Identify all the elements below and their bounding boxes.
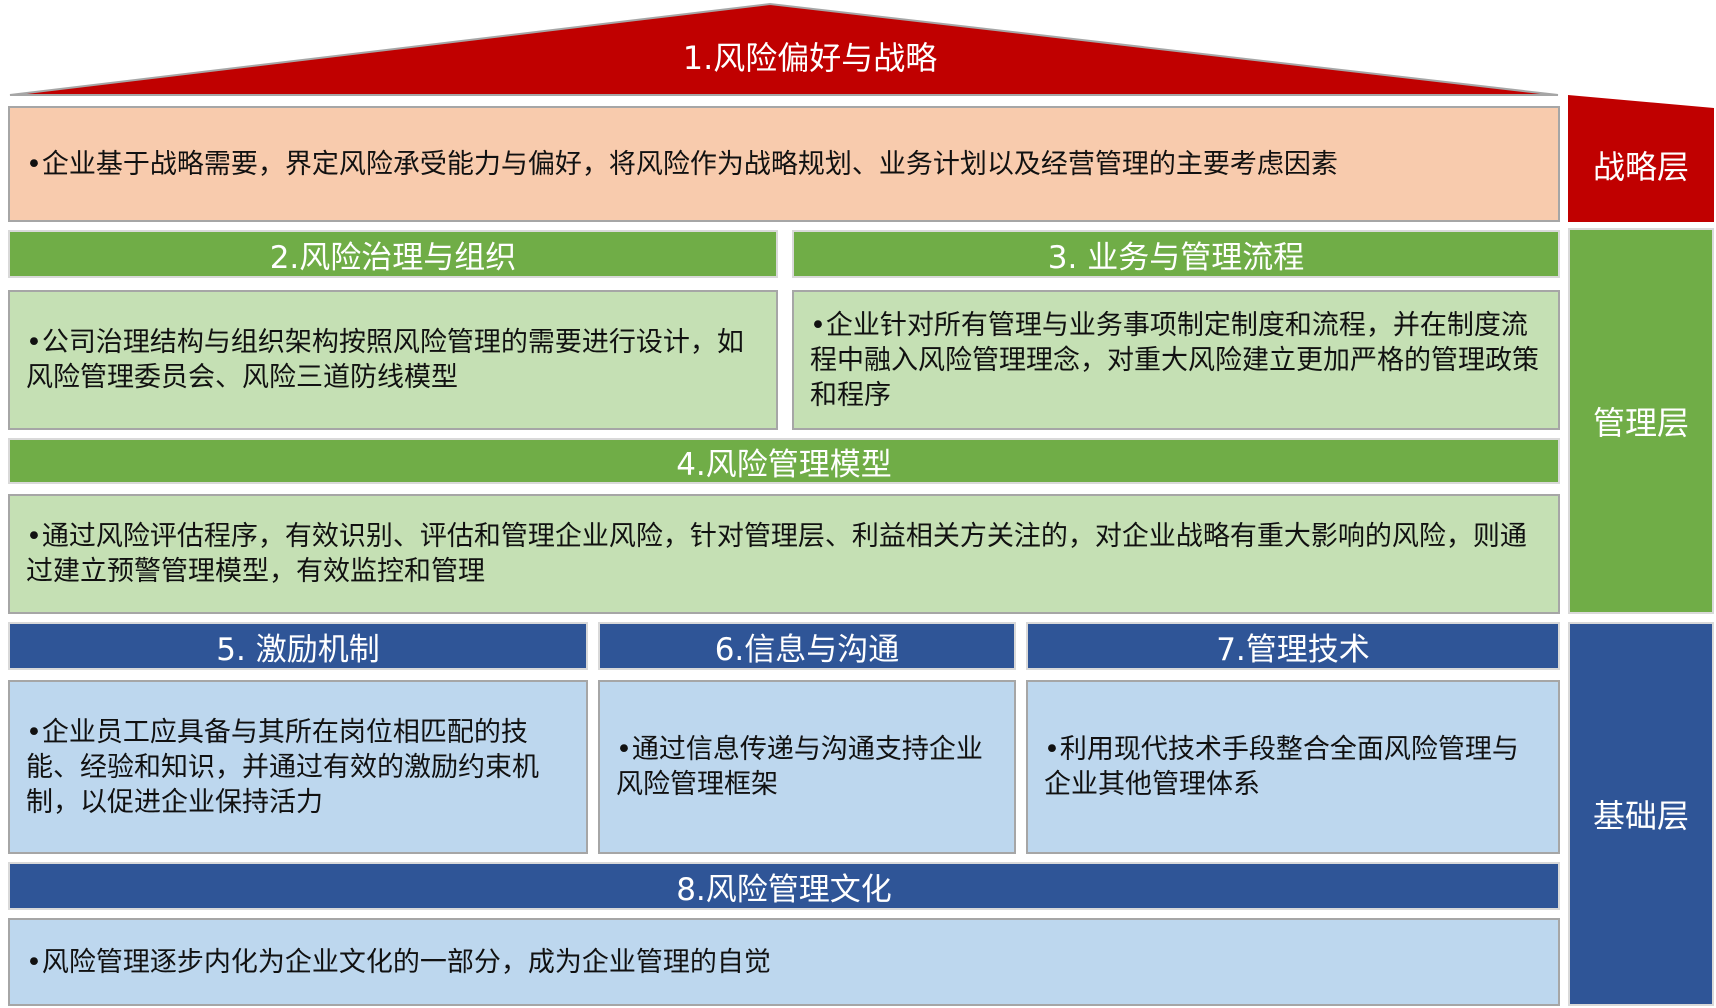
culture-header: 8.风险管理文化 [8,862,1560,910]
model-box: •通过风险评估程序，有效识别、评估和管理企业风险，针对管理层、利益相关方关注的，… [8,494,1560,614]
process-box: •企业针对所有管理与业务事项制定制度和流程，并在制度流程中融入风险管理理念，对重… [792,290,1560,430]
incentive-header: 5. 激励机制 [8,622,588,670]
process-header: 3. 业务与管理流程 [792,230,1560,278]
culture-box: •风险管理逐步内化为企业文化的一部分，成为企业管理的自觉 [8,918,1560,1006]
layer-label-foundation: 基础层 [1568,622,1714,1006]
layer-label-strategy: 战略层 [1592,148,1689,186]
strategy-box: •企业基于战略需要，界定风险承受能力与偏好，将风险作为战略规划、业务计划以及经营… [8,106,1560,222]
incentive-box: •企业员工应具备与其所在岗位相匹配的技能、经验和知识，并通过有效的激励约束机制，… [8,680,588,854]
info-header: 6.信息与沟通 [598,622,1016,670]
info-box: •通过信息传递与沟通支持企业风险管理框架 [598,680,1016,854]
governance-header: 2.风险治理与组织 [8,230,778,278]
roof-title: 1.风险偏好与战略 [682,39,938,77]
tech-box: •利用现代技术手段整合全面风险管理与企业其他管理体系 [1026,680,1560,854]
governance-box: •公司治理结构与组织架构按照风险管理的需要进行设计，如风险管理委员会、风险三道防… [8,290,778,430]
layer-label-management: 管理层 [1568,228,1714,614]
model-header: 4.风险管理模型 [8,438,1560,484]
tech-header: 7.管理技术 [1026,622,1560,670]
